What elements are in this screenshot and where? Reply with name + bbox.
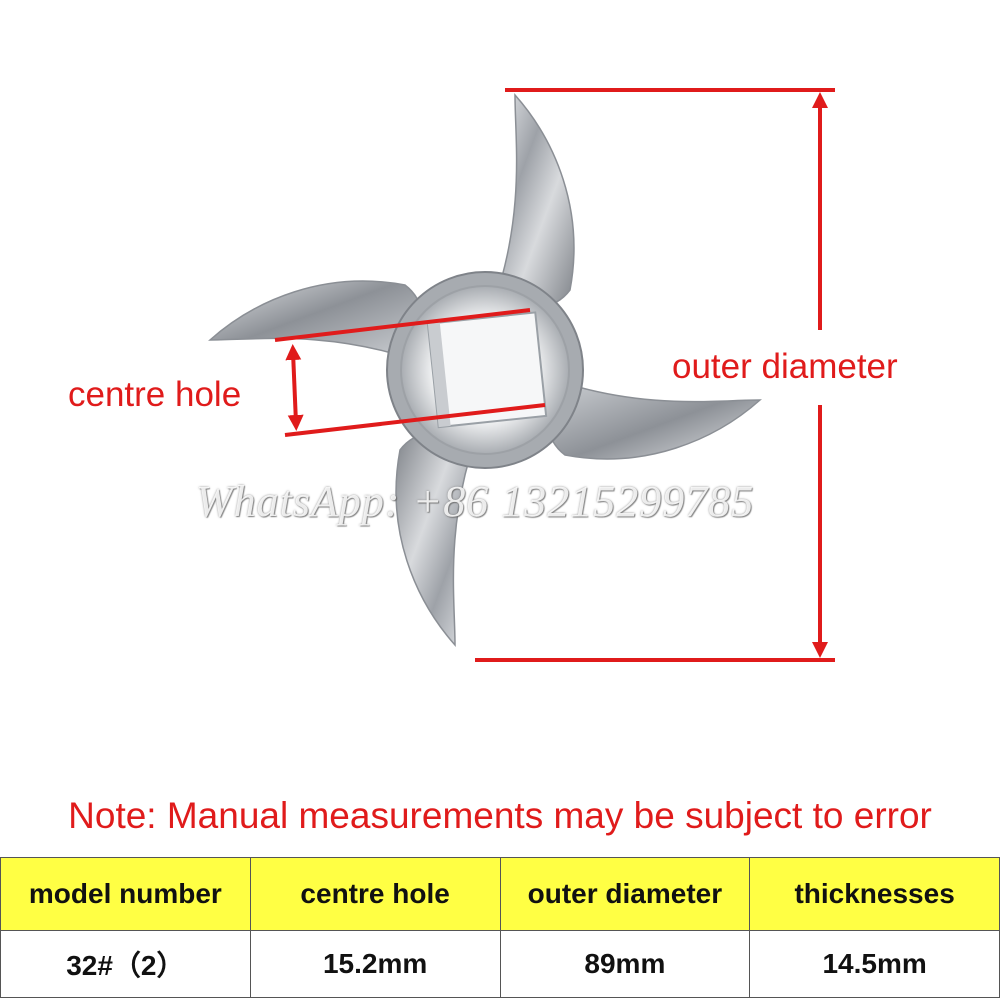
spec-table: model number centre hole outer diameter …	[0, 857, 1000, 998]
header-outer-diameter: outer diameter	[499, 857, 751, 931]
outer-diameter-dimension	[475, 88, 835, 662]
table-row: 32#（2） 15.2mm 89mm 14.5mm	[0, 930, 1000, 998]
outer-diameter-label: outer diameter	[672, 347, 898, 386]
header-thicknesses: thicknesses	[749, 857, 1000, 931]
watermark: WhatsApp: +86 13215299785	[196, 477, 755, 526]
centre-hole-dimension	[274, 308, 546, 437]
cell-thicknesses: 14.5mm	[749, 930, 1000, 998]
product-image: centre hole outer diameter WhatsApp: +86…	[68, 88, 898, 662]
cell-model-number: 32#（2）	[0, 930, 251, 998]
centre-square-hole	[426, 311, 548, 429]
meat-grinder-blade-icon	[208, 88, 835, 662]
cell-centre-hole: 15.2mm	[249, 930, 501, 998]
header-model-number: model number	[0, 857, 251, 931]
centre-hole-label: centre hole	[68, 375, 242, 414]
cell-outer-diameter: 89mm	[499, 930, 751, 998]
table-header-row: model number centre hole outer diameter …	[0, 857, 1000, 931]
header-centre-hole: centre hole	[249, 857, 501, 931]
measurement-note: Note: Manual measurements may be subject…	[68, 795, 932, 836]
